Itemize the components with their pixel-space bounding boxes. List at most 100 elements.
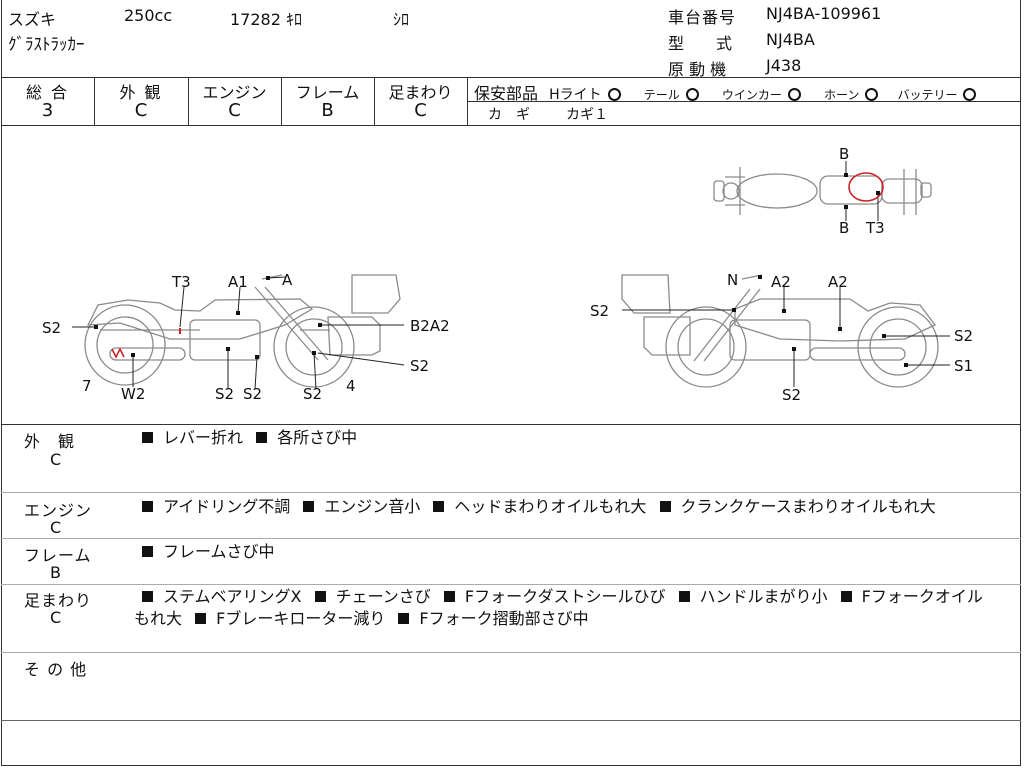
divider [374,77,375,125]
bullet-square-icon [195,613,207,624]
safety-item-battery: バッテリー [897,88,958,102]
divider [1,492,1021,493]
note-item: Fフォーク摺動部さび中 [419,609,589,628]
type-value: NJ4BA [766,30,815,49]
note-item: レバー折れ [163,428,244,447]
safety-parts-row: 保安部品 Hライト テール ウインカー ホーン バッテリー [474,80,980,104]
grade-label-engine: エンジン [202,83,267,102]
safety-item-winker: ウインカー [721,88,782,102]
diagram-label: A [282,271,293,289]
diagram-label: B2A2 [410,317,450,335]
section-title-other: そ の 他 [24,660,88,679]
note-item: ヘッドまわりオイルもれ大 [454,497,647,516]
section-title-engine: エンジン [24,501,93,520]
frame-no: NJ4BA-109961 [766,4,882,23]
section-grade-frame: B [50,563,61,582]
section-body-suspension: ステムベアリングX チェーンさび Fフォークダストシールひび ハンドルまがり小 … [134,586,1014,630]
diagram-label: S1 [954,357,973,375]
divider [467,77,468,125]
divider [1,77,1021,78]
bullet-square-icon [433,501,445,512]
engine-value: J438 [766,56,802,75]
diagram-label: B [839,219,849,237]
section-body-exterior: レバー折れ 各所さび中 [134,427,357,449]
diagram-label: N [727,271,738,289]
motorcycle-damage-diagram: B B T3 T3 A1 A S2 B2A2 S2 7 W2 S2 S2 S2 … [42,145,973,404]
section-grade-suspension: C [50,608,62,627]
note-item: ステムベアリングX [163,587,302,606]
section-body-engine: アイドリング不調 エンジン音小 ヘッドまわりオイルもれ大 クランクケースまわりオ… [134,496,936,518]
note-item: エンジン音小 [324,497,421,516]
bullet-square-icon [659,501,671,512]
note-item: Fフォークオイル [861,587,983,606]
top-view-motorcycle [713,167,932,215]
divider [94,77,95,125]
left-side-motorcycle [84,274,401,388]
diagram-label: 4 [346,377,356,395]
note-item: もれ大 [134,609,183,628]
grade-label-suspension: 足まわり [388,83,453,102]
leader-lines [72,161,950,390]
color: ｼﾛ [393,10,410,29]
diagram-label: S2 [243,385,262,403]
grade-value-suspension: C [414,100,427,121]
diagram-label: W2 [121,385,145,403]
ok-circle-icon [787,88,801,101]
grade-value-frame: B [321,100,334,121]
damage-circle-mark [848,172,884,202]
note-item: Fフォークダストシールひび [464,587,666,606]
diagram-label: 7 [82,377,92,395]
bullet-square-icon [303,501,315,512]
section-title-frame: フレーム [24,546,92,565]
key-label: カ ギ [488,107,530,123]
engine-label: 原 動 機 [668,60,727,79]
bullet-square-icon [142,591,153,602]
divider [1,584,1021,585]
safety-label: 保安部品 [474,84,539,103]
section-title-exterior: 外 観 [24,432,76,451]
diagram-label: S2 [954,327,973,345]
divider [1,652,1021,653]
key-value: カギ１ [566,107,608,123]
note-item: フレームさび中 [163,542,275,561]
bullet-square-icon [142,432,153,443]
divider [188,77,189,125]
diagram-label: S2 [590,302,609,320]
diagram-label: B [839,145,849,163]
bullet-square-icon [398,613,410,624]
ok-circle-icon [685,88,699,101]
ok-circle-icon [607,88,621,101]
note-item: クランクケースまわりオイルもれ大 [680,497,936,516]
model-name: ｸﾞﾗｽﾄﾗｯｶｰ [8,35,85,55]
section-grade-engine: C [50,518,62,537]
maker: スズキ [8,10,57,29]
diagram-label: A2 [771,273,791,291]
bullet-square-icon [256,432,268,443]
divider [1,538,1021,539]
grade-label-frame: フレーム [295,83,360,102]
grade-label-total: 総 合 [25,83,70,102]
grade-value-exterior: C [134,100,148,121]
ok-circle-icon [963,88,977,101]
grade-value-engine: C [228,100,241,121]
damage-marks [94,172,908,367]
bullet-square-icon [314,591,326,602]
grade-value-total: 3 [41,100,54,121]
section-title-suspension: 足まわり [24,591,93,610]
divider [1,424,1021,425]
safety-item-tail: テール [643,88,680,102]
note-item: 各所さび中 [277,428,358,447]
mileage: 17282 ｷﾛ [230,10,302,29]
note-item: チェーンさび [335,587,431,606]
divider [1,125,1021,126]
diagram-label: S2 [410,357,429,375]
diagram-label: T3 [865,219,885,237]
diagram-label: S2 [215,385,234,403]
diagram-label: S2 [782,386,801,404]
divider [467,101,1021,102]
diagram-label: A2 [828,273,848,291]
section-grade-exterior: C [50,450,62,469]
bullet-square-icon [840,591,852,602]
bullet-square-icon [142,501,153,512]
